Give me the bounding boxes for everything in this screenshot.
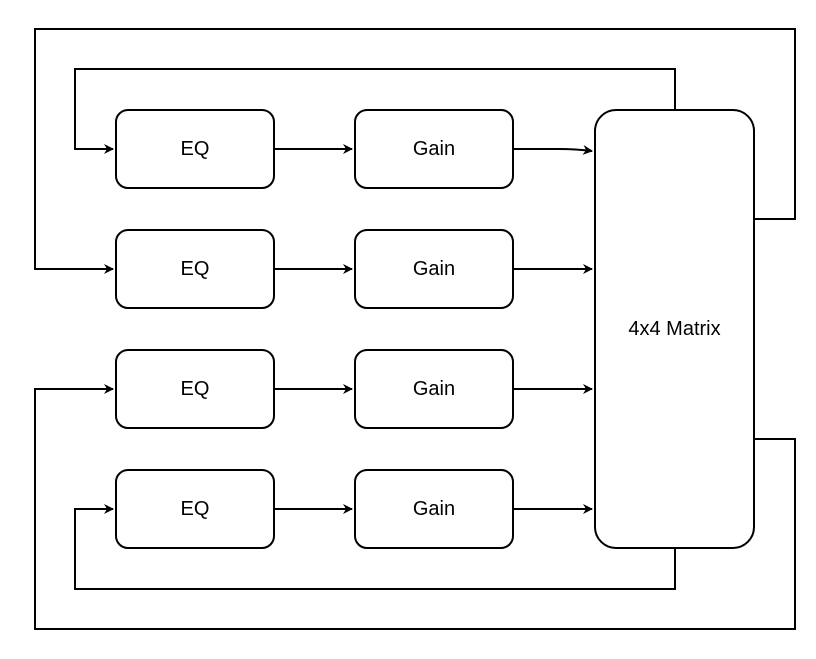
eq-label-3: EQ	[180, 377, 210, 400]
feedback-loop-top-outer	[34, 28, 796, 274]
gain-block-2: Gain	[354, 229, 514, 309]
gain-label-1: Gain	[412, 137, 456, 160]
eq-block-3: EQ	[115, 349, 275, 429]
eq-block-4: EQ	[115, 469, 275, 549]
matrix-block: 4x4 Matrix	[594, 109, 755, 549]
eq-label-1: EQ	[180, 137, 210, 160]
matrix-label: 4x4 Matrix	[628, 317, 721, 340]
gain-block-1: Gain	[354, 109, 514, 189]
eq-label-4: EQ	[180, 497, 210, 520]
feedback-loop-top-inner	[74, 68, 676, 154]
gain-label-3: Gain	[412, 377, 456, 400]
eq-label-2: EQ	[180, 257, 210, 280]
feedback-loop-bottom-inner	[74, 504, 676, 590]
gain-to-matrix-arrow-1	[514, 144, 593, 155]
eq-block-2: EQ	[115, 229, 275, 309]
gain-label-4: Gain	[412, 497, 456, 520]
gain-block-3: Gain	[354, 349, 514, 429]
feedback-loop-bottom-outer	[34, 384, 796, 630]
gain-label-2: Gain	[412, 257, 456, 280]
eq-block-1: EQ	[115, 109, 275, 189]
gain-block-4: Gain	[354, 469, 514, 549]
